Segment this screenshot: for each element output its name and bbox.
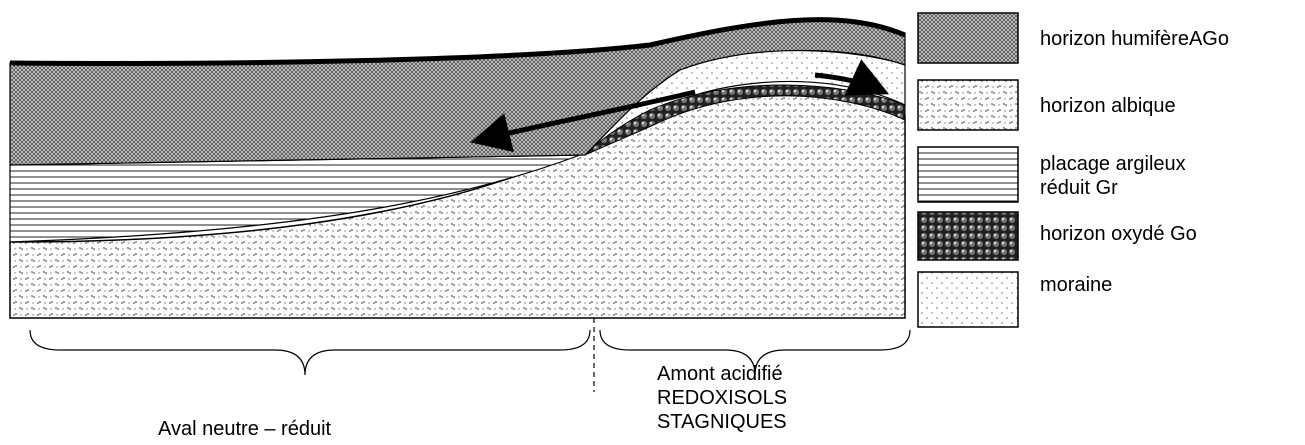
legend-label-argileux: placage argileux réduit Gr xyxy=(1040,152,1186,200)
soil-profile xyxy=(10,20,905,318)
legend-swatches xyxy=(918,13,1018,327)
legend-label-humifere: horizon humifèreAGo xyxy=(1040,27,1229,51)
legend-swatch-oxyde xyxy=(918,212,1018,260)
aval-brace xyxy=(30,330,590,375)
legend-swatch-argileux xyxy=(918,147,1018,202)
legend-swatch-moraine xyxy=(918,272,1018,327)
caption-amont: Amont acidifié REDOXISOLS STAGNIQUES xyxy=(657,362,787,434)
legend-swatch-humifere xyxy=(918,13,1018,63)
legend-label-albique: horizon albique xyxy=(1040,94,1176,118)
legend-swatch-albique xyxy=(918,80,1018,130)
caption-aval: Aval neutre – réduit xyxy=(158,417,331,441)
legend-label-oxyde: horizon oxydé Go xyxy=(1040,222,1197,246)
legend-label-moraine: moraine xyxy=(1040,273,1112,297)
